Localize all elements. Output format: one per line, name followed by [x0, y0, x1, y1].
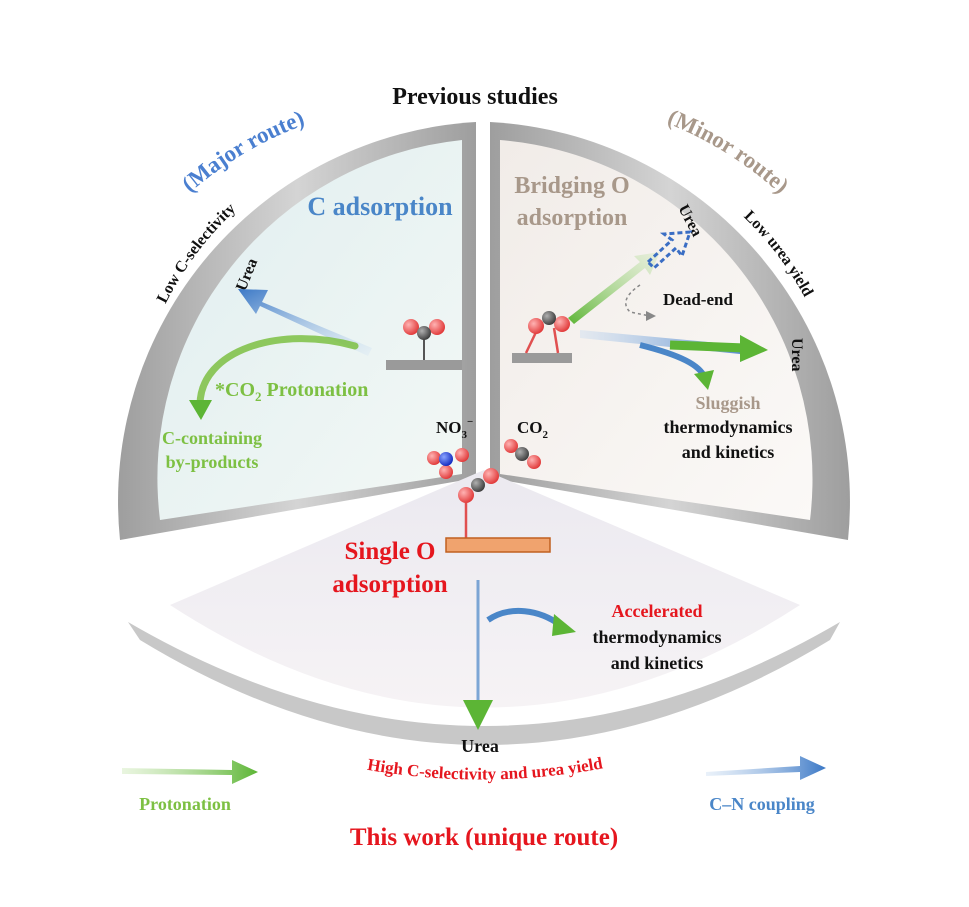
major-protonation-arrow	[189, 335, 359, 420]
bridging-o-molecule	[512, 311, 572, 363]
minor-protonation-arrow	[568, 252, 660, 324]
this-work-thermo-line-2: and kinetics	[611, 653, 704, 673]
minor-dead-end-arrow	[625, 230, 693, 321]
c-adsorption-molecule	[386, 319, 462, 370]
minor-surface-slab	[512, 353, 572, 363]
nitrate-label: NO3−	[436, 416, 473, 441]
minor-urea-right-label: Urea	[788, 338, 805, 371]
surface-slab	[386, 360, 462, 370]
this-work-rim	[128, 622, 840, 745]
this-work-cn-coupling-arrow	[486, 607, 576, 636]
major-sector-fill	[157, 140, 463, 520]
co2-molecule	[504, 439, 541, 469]
orange-surface-slab	[445, 537, 551, 553]
by-product-line-2: by-products	[166, 452, 259, 472]
minor-route-label: (Minor route)	[664, 104, 793, 198]
protonation-legend-arrow	[122, 760, 258, 784]
dead-end-label: Dead-end	[663, 290, 733, 309]
single-o-title-line-2: adsorption	[332, 571, 447, 598]
sluggish-label: Sluggish	[695, 393, 760, 413]
minor-route-sector	[490, 122, 850, 540]
minor-urea-arrow	[669, 335, 768, 362]
major-route-sector	[118, 122, 476, 540]
this-work-main-arrow	[463, 575, 493, 730]
by-product-line-1: C-containing	[162, 428, 262, 448]
co2-label: CO2	[517, 418, 549, 441]
this-work-sector	[128, 470, 840, 745]
this-work-thermo-line-1: thermodynamics	[593, 627, 722, 647]
co2-protonation-label: *CO2 Protonation	[215, 379, 368, 404]
nitrate-molecule	[427, 448, 469, 479]
previous-studies-title: Previous studies	[392, 84, 558, 110]
accelerated-label: Accelerated	[612, 601, 703, 621]
cn-coupling-legend-label: C–N coupling	[709, 794, 815, 814]
this-work-footer: This work (unique route)	[350, 824, 618, 851]
minor-thermo-line-2: and kinetics	[682, 442, 775, 462]
bridging-o-title-line-1: Bridging O	[514, 173, 629, 199]
minor-thermo-line-1: thermodynamics	[664, 417, 793, 437]
this-work-urea-label: Urea	[461, 736, 499, 756]
bridging-o-title-line-2: adsorption	[517, 205, 628, 231]
major-route-label: (Major route)	[177, 106, 308, 197]
single-o-title-line-1: Single O	[345, 538, 436, 565]
high-selectivity-label: High C-selectivity and urea yield	[366, 753, 604, 783]
protonation-legend-label: Protonation	[139, 794, 231, 814]
c-adsorption-title: C adsorption	[307, 192, 453, 221]
this-work-sector-fill	[170, 470, 800, 708]
minor-sluggish-arrow	[639, 342, 714, 390]
minor-sector-fill	[500, 140, 813, 520]
single-o-molecule	[445, 468, 551, 553]
cn-coupling-legend-arrow	[706, 756, 826, 780]
